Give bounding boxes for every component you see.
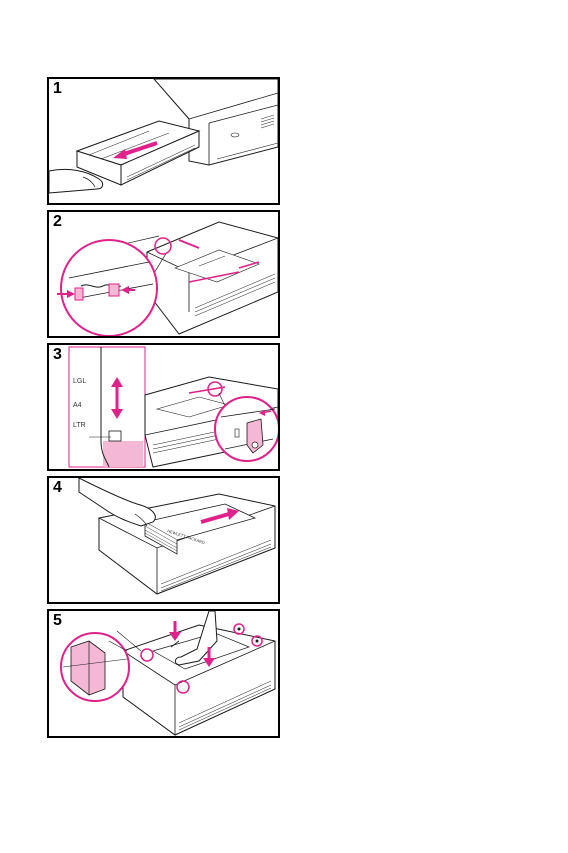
step-4-illustration: HEWLETT PACKARD <box>49 478 278 602</box>
scale-label-lgl: LGL <box>73 378 86 385</box>
step-2-panel: 2 <box>47 210 280 338</box>
step-3-panel: 3 LGL A4 LTR <box>47 343 280 471</box>
step-5-illustration <box>49 611 278 736</box>
step-2-number: 2 <box>53 213 62 231</box>
step-4-panel: 4 HEWLETT PACKARD <box>47 476 280 604</box>
step-2-illustration <box>49 212 278 336</box>
step-4-number: 4 <box>53 479 62 497</box>
step-3-illustration: LGL A4 LTR <box>49 345 278 469</box>
scale-label-ltr: LTR <box>73 422 86 429</box>
step-1-panel: 1 <box>47 77 280 205</box>
step-5-panel: 5 <box>47 609 280 738</box>
step-3-number: 3 <box>53 346 62 364</box>
step-1-number: 1 <box>53 80 62 98</box>
step-1-illustration <box>49 79 278 203</box>
step-5-number: 5 <box>53 612 62 630</box>
scale-label-a4: A4 <box>73 402 82 409</box>
